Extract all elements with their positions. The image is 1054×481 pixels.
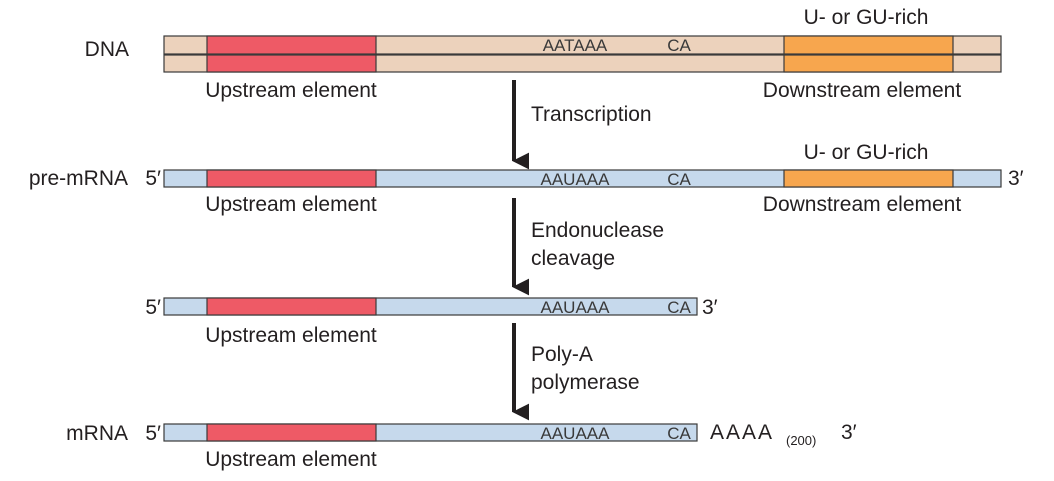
dna-downstream-top-label: U- or GU-rich	[804, 6, 929, 29]
pre-mrna-downstream-label: Downstream element	[763, 193, 962, 216]
transcription-step: Transcription	[512, 80, 652, 170]
mrna-upstream-label: Upstream element	[205, 448, 377, 471]
mrna-polya-tail: AAAA	[710, 421, 774, 444]
dna-label: DNA	[85, 38, 129, 61]
cleavage-step: Endonuclease cleavage	[512, 198, 664, 296]
pre-mrna-signal-sequence: AAUAAA	[541, 170, 611, 189]
pre-mrna-five-prime: 5′	[145, 167, 161, 190]
pre-mrna-three-prime: 3′	[1008, 167, 1024, 190]
polyadenylation-label-line2: polymerase	[531, 371, 640, 394]
pre-mrna-downstream-element	[783, 169, 954, 188]
dna-bottom-upstream-element	[206, 54, 377, 73]
cleaved-three-prime: 3′	[702, 296, 718, 319]
dna-bottom-downstream-element	[783, 54, 954, 73]
cleaved-upstream-label: Upstream element	[205, 324, 377, 347]
mrna-signal-sequence: AAUAAA	[541, 424, 611, 443]
pre-mrna-downstream-top-label: U- or GU-rich	[804, 141, 929, 164]
polyadenylation-label-line1: Poly-A	[531, 343, 593, 366]
mrna-row: mRNA 5′ AAUAAA CA AAAA (200) 3′ Upstream…	[66, 421, 857, 471]
pre-mrna-ca-site: CA	[667, 170, 691, 189]
transcription-label: Transcription	[531, 103, 652, 126]
dna-top-downstream-element	[783, 35, 954, 55]
mrna-five-prime: 5′	[145, 422, 161, 445]
dna-downstream-label: Downstream element	[763, 79, 962, 102]
cleaved-ca-site: CA	[667, 298, 691, 317]
cleavage-label-line2: cleavage	[531, 247, 615, 270]
pre-mrna-row: U- or GU-rich pre-mRNA 5′ AAUAAA CA 3′ U…	[29, 141, 1024, 216]
mrna-ca-site: CA	[667, 424, 691, 443]
dna-signal-sequence: AATAAA	[543, 36, 608, 55]
pre-mrna-upstream-element	[206, 169, 377, 188]
dna-ca-site: CA	[667, 36, 691, 55]
mrna-label: mRNA	[66, 422, 128, 445]
mrna-three-prime: 3′	[841, 421, 857, 444]
mrna-upstream-element	[206, 423, 377, 442]
pre-mrna-label: pre-mRNA	[29, 167, 128, 190]
cleavage-label-line1: Endonuclease	[531, 219, 664, 242]
cleaved-five-prime: 5′	[145, 296, 161, 319]
cleaved-upstream-element	[206, 297, 377, 316]
dna-top-upstream-element	[206, 35, 377, 55]
dna-row: DNA U- or GU-rich AATAAA CA Upstream ele…	[85, 6, 1002, 102]
polyadenylation-step: Poly-A polymerase	[512, 323, 640, 421]
mrna-polya-count: (200)	[786, 433, 816, 448]
cleaved-rna-row: 5′ AAUAAA CA 3′ Upstream element	[145, 296, 717, 347]
cleaved-signal-sequence: AAUAAA	[541, 298, 611, 317]
dna-upstream-label: Upstream element	[205, 79, 377, 102]
pre-mrna-upstream-label: Upstream element	[205, 193, 377, 216]
